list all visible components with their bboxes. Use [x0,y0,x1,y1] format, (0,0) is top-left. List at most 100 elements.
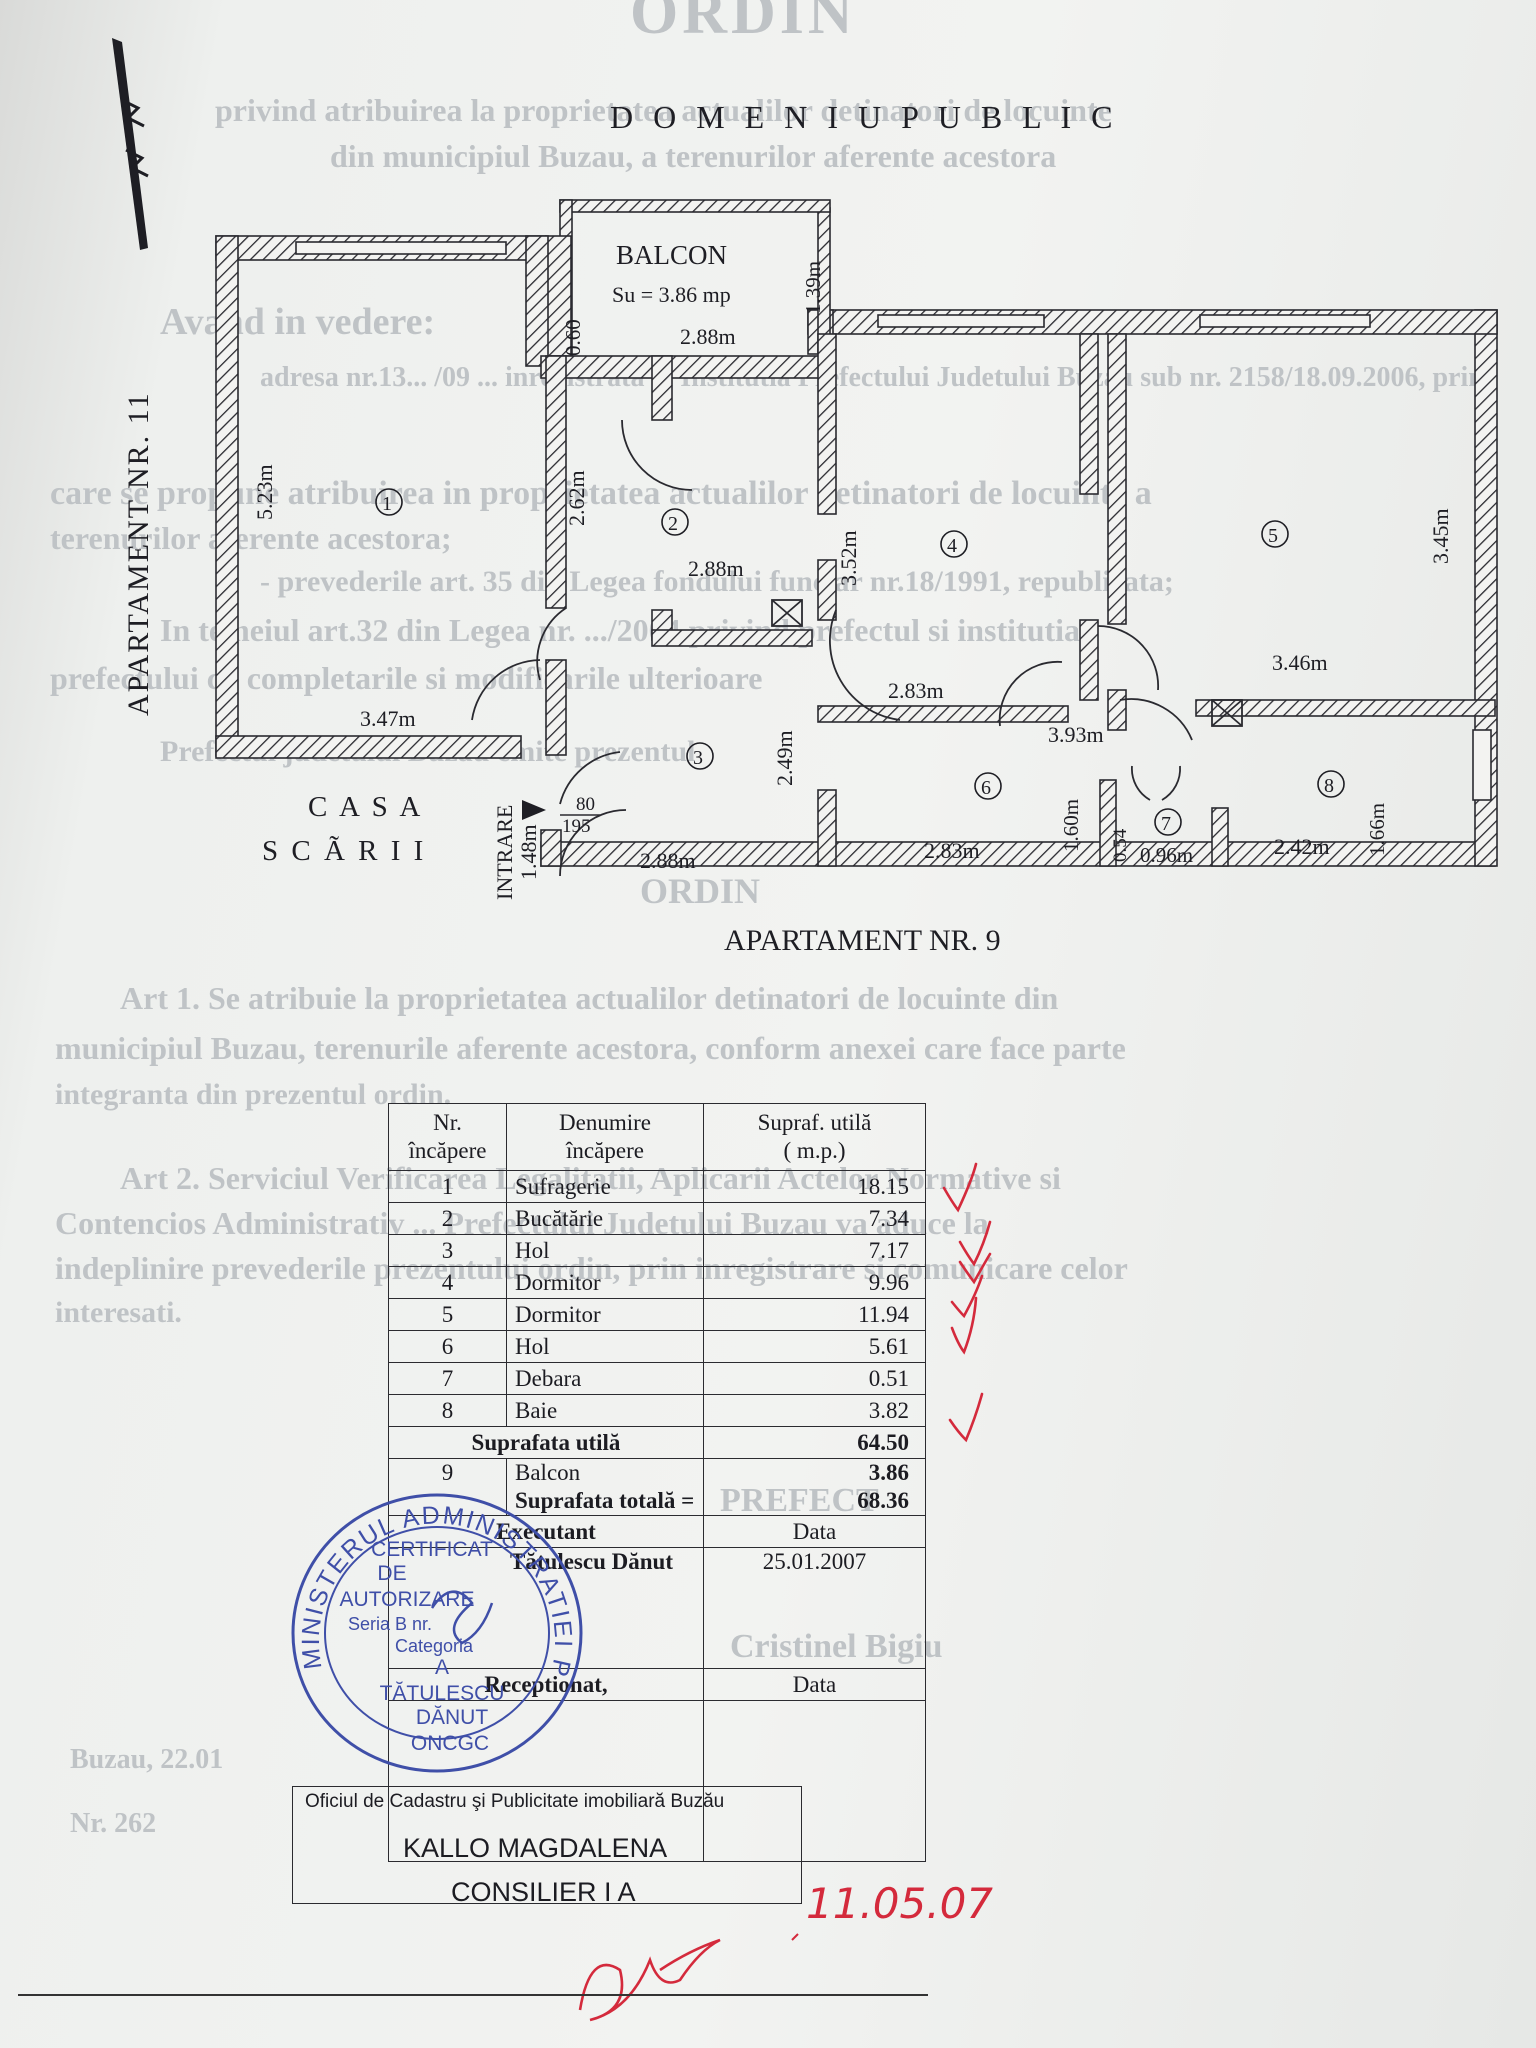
dimension: 3.93m [1048,722,1104,747]
room-number: 4 [947,535,957,557]
seal-line: Seria B nr. [348,1614,432,1634]
header-area: Supraf. utilă( m.p.) [703,1103,926,1171]
door-width: 80 [576,794,595,815]
bottom-rule [18,1994,928,1996]
dimension: 2.88m [680,324,736,349]
seal-line: DĂNUT [416,1706,489,1729]
seal-line: AUTORIZARE [340,1588,475,1611]
bg-line: municipiul Buzau, terenurile aferente ac… [55,1030,1126,1066]
stamp-role: CONSILIER I A [451,1877,636,1907]
dimension: 1.39m [801,261,825,314]
vent-shafts [771,599,1243,727]
door-swings [471,419,1193,877]
windows [295,241,1492,801]
seal-line: DE [377,1562,406,1585]
room-number: 3 [693,747,703,769]
room-number: 7 [1161,813,1171,835]
seal-line: CERTIFICAT [371,1538,493,1561]
room-number: 2 [668,513,678,535]
seal-line: TĂTULESCU [380,1682,505,1705]
signature [578,1938,721,2022]
bg-line: In temeiul art.32 din Legea nr. .../2004… [160,612,1081,648]
executant-row: Executant Data [388,1515,926,1548]
balcony-name: BALCON [616,240,727,270]
bg-line: Buzau, 22.01 [70,1744,224,1775]
entrance-label: INTRARE [492,805,517,900]
bg-line: Art 1. Se atribuie la proprietatea actua… [120,980,1059,1016]
entrance-arrow-icon [522,800,546,820]
top-label: D O M E N I U P U B L I C [610,99,1119,135]
useful-area-label: Suprafata utilă [388,1426,704,1459]
seal-line: A [435,1656,449,1679]
header-nr: Nr.încăpere [388,1103,507,1171]
executant-name: Tătulescu Dănut [510,1549,673,1574]
balcony-area: Su = 3.86 mp [612,282,731,307]
stair-label-1: C A S A [308,791,423,823]
dimension: 3.47m [360,706,416,731]
executant-detail-row: Tătulescu Dănut 25.01.2007 [388,1547,926,1669]
bottom-apartment-label: APARTAMENT NR. 9 [724,924,1001,957]
bg-line: - prevederile art. 35 din Legea fondului… [260,565,1174,598]
bg-line: privind atribuirea la proprietatea actua… [215,92,1112,128]
authorization-seal: MINISTERUL ADMINISTRATIEI PUBLICE CERTIF… [282,1478,583,1773]
bg-line: ORDIN [640,871,761,911]
bg-line: prefectului cu completarile si modificar… [50,660,763,696]
door-height: 195 [562,816,591,837]
total-area-value: 68.36 [857,1488,909,1513]
dimension: 0.96m [1140,843,1193,867]
check-mark-icons [942,1162,992,1443]
bg-line: integranta din prezentul ordin. [55,1078,452,1111]
seal-line: Categoria [395,1636,474,1656]
balcony-name: Balcon [515,1460,581,1485]
dimension: 1.48m [516,824,541,880]
dimension: 1.60m [1059,799,1083,852]
receptionat-detail-row [388,1700,926,1862]
dimension: 2.83m [888,678,944,703]
room-number: 6 [981,777,991,799]
floor-plan: D O M E N I U P U B L I C BALCON Su = 3.… [112,38,1498,957]
stair-label-2: S C Ã R I I [262,835,426,867]
dimension: 0.54 [1110,828,1131,862]
dimension: 3.46m [1272,650,1328,675]
left-apartment-label: APARTAMENT NR. 11 [122,391,155,716]
north-arrow-icon [112,38,149,250]
dimension: 2.88m [688,556,744,581]
reception-stamp: Oficiul de Cadastru şi Publicitate imobi… [292,1786,802,1907]
dimension: 2.62m [564,470,589,526]
balcony-value: 3.86 [868,1460,909,1485]
useful-area-row: Suprafata utilă 64.50 [388,1426,926,1459]
dimension: 5.23m [252,464,277,520]
bg-line: din municipiul Buzau, a terenurilor afer… [330,138,1057,174]
bg-line: adresa nr.13... /09 ... inregistrata la … [260,362,1484,393]
total-area-label: Suprafata totală = [515,1488,695,1513]
dimension: 2.49m [772,730,797,786]
room-number: 5 [1268,525,1278,547]
data-label-2: Data [703,1668,926,1701]
room-number: 1 [382,493,392,515]
dimension: 2.83m [924,838,980,863]
bg-line: interesati. [55,1296,182,1329]
bg-line: Avand in vedere: [160,301,436,343]
seal-line: ONCGC [411,1732,489,1755]
dimension: 3.45m [1428,508,1453,564]
dimension: 0.60 [561,319,585,356]
bg-line: terenurilor aferente acestora; [50,520,452,556]
room-number: 8 [1324,775,1334,797]
dimension: 2.42m [1274,834,1330,859]
stamp-person: KALLO MAGDALENA [403,1833,668,1863]
dimension: 2.88m [640,848,696,873]
bg-title: ORDIN [630,0,857,47]
